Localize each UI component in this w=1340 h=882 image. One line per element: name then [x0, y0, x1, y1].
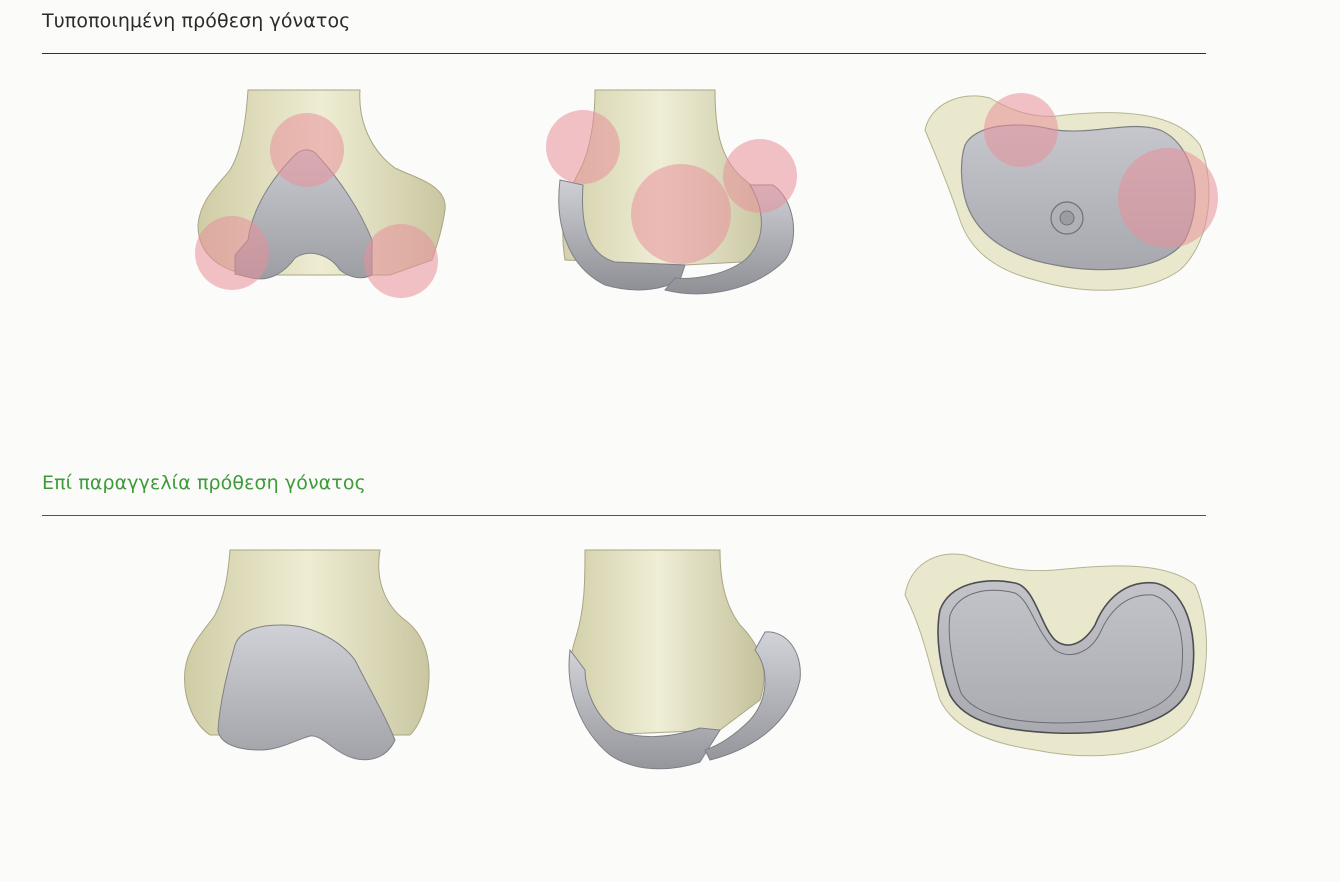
- overhang-circle: [723, 139, 797, 213]
- tibia-top-custom-figure: [895, 545, 1215, 770]
- section-title-custom: Επί παραγγελία πρόθεση γόνατος: [42, 472, 366, 494]
- section-title-standard: Τυποποιημένη πρόθεση γόνατος: [42, 10, 351, 32]
- femoral-implant-lateral: [568, 648, 721, 770]
- overhang-circle: [195, 216, 269, 290]
- tray-post-center: [1059, 210, 1075, 226]
- section-divider-standard: [42, 53, 1206, 54]
- femur-front-standard-figure: [190, 89, 450, 305]
- femoral-implant-custom: [217, 624, 396, 761]
- overhang-circle: [631, 164, 731, 264]
- tibial-implant-custom: [937, 580, 1195, 735]
- overhang-circle: [270, 113, 344, 187]
- femur-bone: [570, 549, 765, 736]
- femoral-implant-medial: [704, 631, 801, 761]
- femur-side-standard-figure: [545, 89, 805, 305]
- overhang-circle: [546, 110, 620, 184]
- tibia-top-standard-figure: [915, 90, 1225, 300]
- overhang-circle: [984, 93, 1058, 167]
- overhang-circle: [1118, 148, 1218, 248]
- section-divider-custom: [42, 515, 1206, 516]
- femur-side-custom-figure: [560, 549, 810, 775]
- overhang-circle: [364, 224, 438, 298]
- femur-front-custom-figure: [180, 549, 440, 770]
- femoral-implant-lateral: [558, 179, 686, 291]
- tray-rim: [948, 589, 1183, 724]
